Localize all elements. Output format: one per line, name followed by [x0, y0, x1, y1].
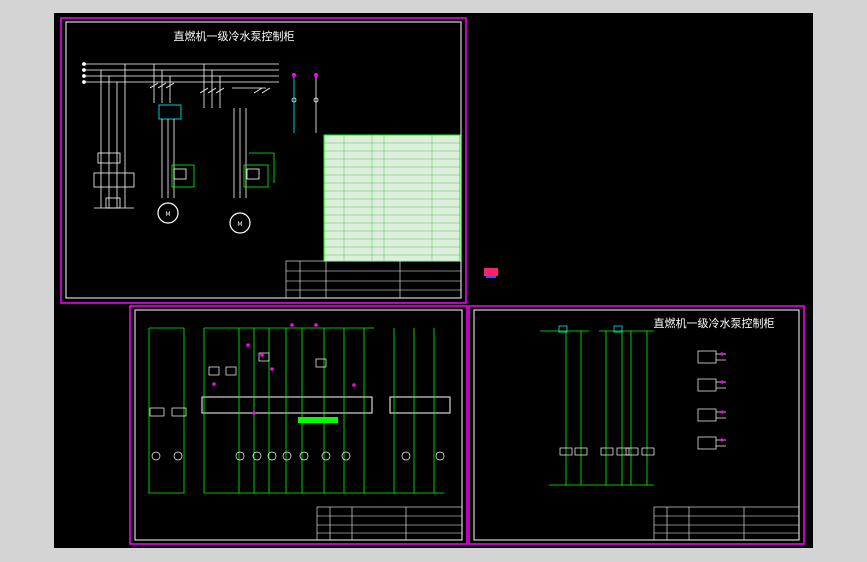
sheet-control-outer-frame: [129, 305, 468, 545]
main-bus: [82, 62, 279, 84]
wiring-lines: [540, 330, 654, 486]
motor-2-feeder: M: [203, 64, 275, 234]
stray-block-marker[interactable]: [484, 268, 498, 278]
sheet-wiring: 直燃机一级冷水泵控制柜: [468, 305, 805, 545]
sheet-wiring-inner-frame: [473, 309, 800, 541]
sheet-main: 直燃机一级冷水泵控制柜: [60, 17, 467, 304]
sheet-wiring-outer-frame: [468, 305, 805, 545]
wiring-components: [558, 325, 655, 456]
control-wires: [148, 327, 444, 494]
drawing-canvas: 直燃机一级冷水泵控制柜: [60, 17, 805, 545]
expansion-module: [389, 396, 451, 414]
cad-viewport[interactable]: 直燃机一级冷水泵控制柜: [54, 13, 813, 548]
plc-module: [201, 396, 373, 414]
terminal-strip: [298, 417, 338, 423]
relay-markers: [720, 352, 724, 442]
sheet-control-title-block: [316, 506, 463, 541]
sheet-main-title: 直燃机一级冷水泵控制柜: [174, 29, 295, 43]
sheet-wiring-title-block: [653, 506, 800, 541]
parts-table-grid: [324, 135, 460, 261]
contact-groups: [149, 73, 319, 133]
motor-1-feeder: M: [153, 64, 195, 224]
svg-text:M: M: [237, 221, 242, 228]
sheet-control-inner-frame: [134, 309, 463, 541]
control-components: [149, 352, 445, 461]
sheet-main-outer-frame: [60, 17, 467, 304]
sheet-control: [129, 305, 468, 545]
sheet-main-title-block: [285, 260, 462, 299]
sheet-wiring-title: 直燃机一级冷水泵控制柜: [654, 316, 775, 330]
sheet-main-inner-frame: [65, 21, 462, 299]
svg-text:M: M: [165, 211, 170, 218]
control-markers: [212, 323, 356, 415]
parts-table: [323, 134, 461, 262]
control-supply-branch: [93, 64, 135, 209]
relay-coils: [697, 350, 726, 450]
